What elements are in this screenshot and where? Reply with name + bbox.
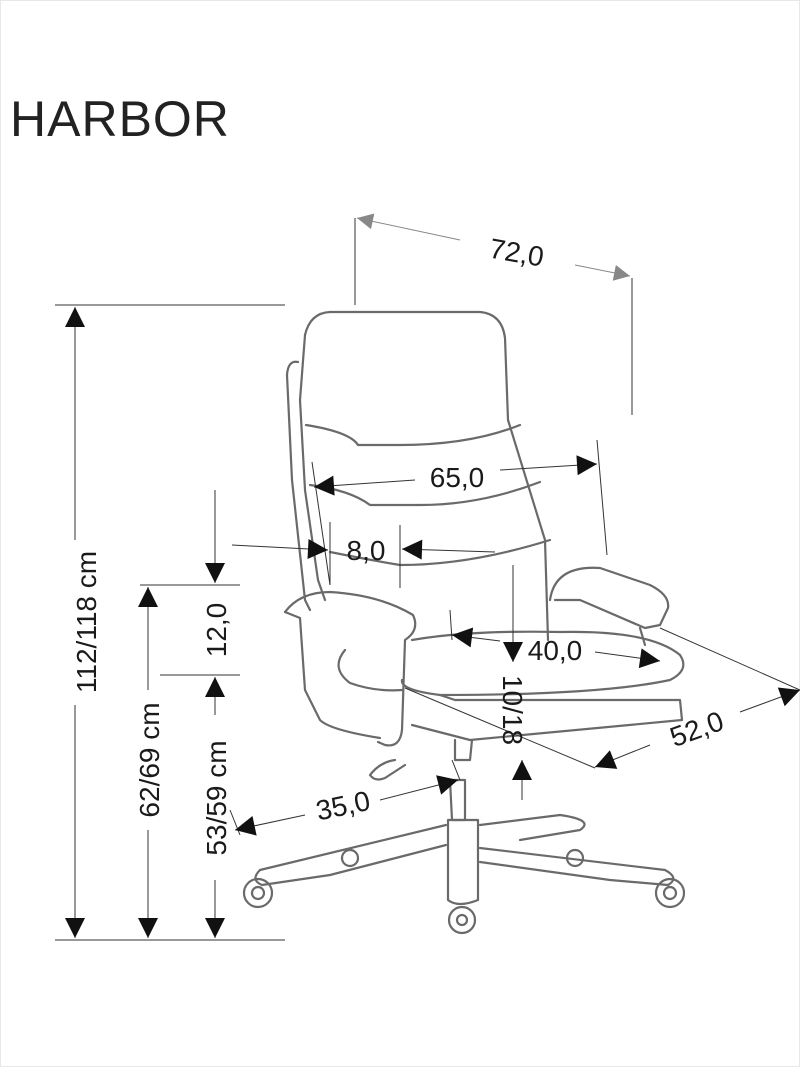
product-title: HARBOR (10, 91, 230, 147)
label-height-adjustment: 10/18 (497, 675, 528, 745)
label-backrest-width: 65,0 (430, 462, 485, 493)
label-total-height: 112/118 cm (71, 551, 102, 693)
label-base-radius: 35,0 (313, 785, 373, 827)
dimension-arrows (65, 213, 800, 938)
label-armrest-above-seat: 12,0 (201, 603, 232, 658)
label-armrest-height: 62/69 cm (134, 702, 165, 817)
extension-lines (55, 218, 800, 941)
label-seat-depth: 52,0 (666, 705, 728, 753)
label-overall-width: 72,0 (487, 233, 546, 273)
label-armrest-width: 8,0 (347, 535, 386, 566)
label-seat-height: 53/59 cm (201, 740, 232, 855)
chair-outline (242, 310, 686, 935)
label-seat-width: 40,0 (528, 635, 583, 666)
